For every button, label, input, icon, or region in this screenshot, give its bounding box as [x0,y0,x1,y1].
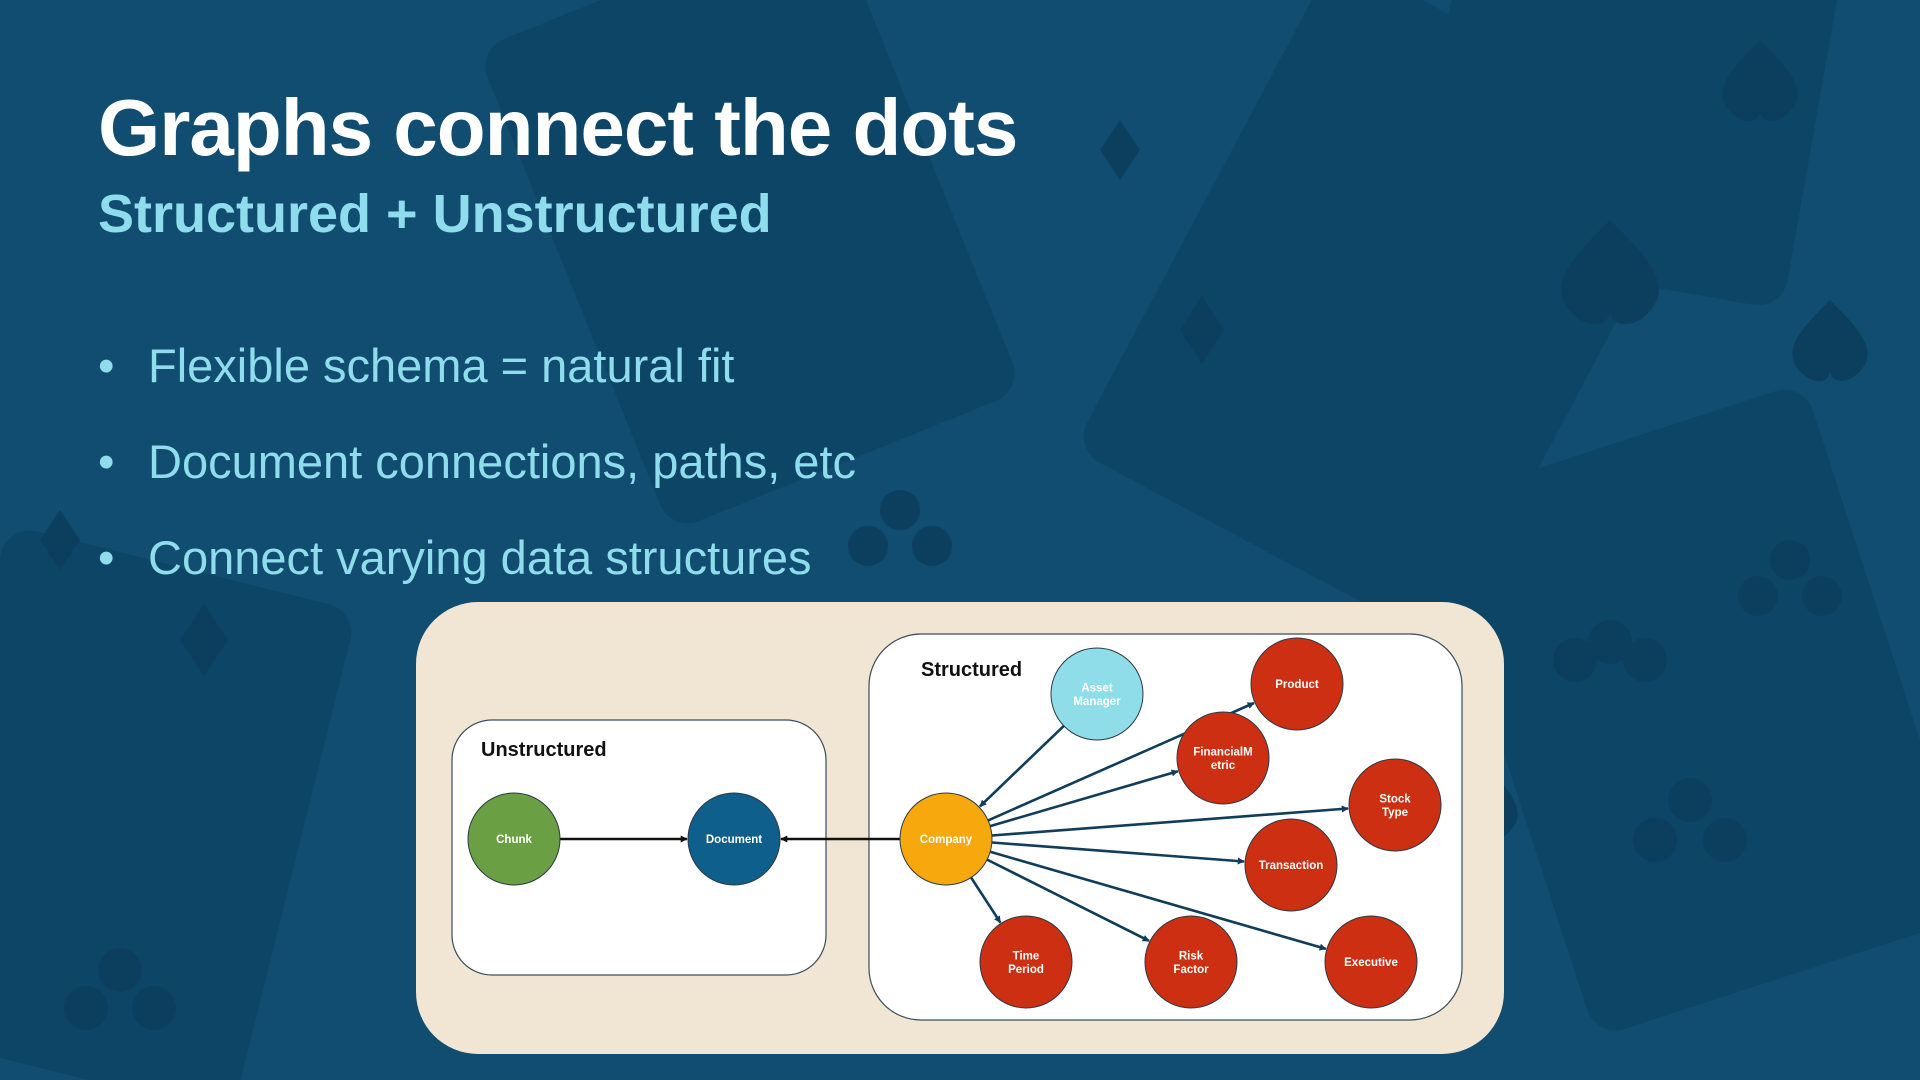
node-product[interactable]: Product [1250,637,1344,731]
node-chunk[interactable]: Chunk [467,792,561,886]
node-circle-transaction [1244,818,1338,912]
node-label-risk_factor: Risk [1179,950,1204,962]
slide-title: Graphs connect the dots [98,83,1018,172]
node-circle-stock_type [1348,758,1442,852]
node-financial_metric[interactable]: FinancialM etric [1176,711,1270,805]
node-label-transaction: Transaction [1259,860,1324,872]
edge-asset_manager-to-company [978,724,1065,808]
node-circle-financial_metric [1176,711,1270,805]
node-label-chunk: Chunk [496,834,532,846]
edge-company-to-transaction [991,841,1245,865]
node-executive[interactable]: Executive [1324,915,1418,1009]
node-circle-asset_manager [1050,647,1144,741]
edge-company-to-risk_factor [986,858,1150,943]
node-circle-chunk [467,792,561,886]
node-circle-risk_factor [1144,915,1238,1009]
bullet-item: Flexible schema = natural fit [98,336,856,432]
node-label-document: Document [706,834,762,846]
edge-company-to-time_period [970,876,1002,924]
edge-company-to-financial_metric [989,769,1179,828]
node-transaction[interactable]: Transaction [1244,818,1338,912]
bullet-item: Document connections, paths, etc [98,432,856,528]
node-label-stock_type: Stock [1379,793,1411,805]
node-label-product: Product [1275,679,1319,691]
node-company[interactable]: Company [899,792,993,886]
bullet-list: Flexible schema = natural fit Document c… [98,336,856,624]
node-circle-executive [1324,915,1418,1009]
node-label-financial_metric: FinancialM [1193,746,1252,758]
node-label-company: Company [920,834,973,846]
node-label-risk_factor: Factor [1173,964,1209,976]
node-document[interactable]: Document [687,792,781,886]
node-label-asset_manager: Asset [1081,682,1112,694]
node-circle-product [1250,637,1344,731]
node-circle-company [899,792,993,886]
group-label-structured: Structured [921,659,1022,681]
edge-company-to-executive [989,850,1327,951]
node-label-executive: Executive [1344,957,1398,969]
node-circle-document [687,792,781,886]
edge-company-to-stock_type [991,805,1349,837]
slide-subtitle: Structured + Unstructured [98,184,772,244]
bullet-item: Connect varying data structures [98,528,856,624]
node-label-stock_type: Type [1382,807,1408,819]
group-box-unstructured [451,719,827,976]
node-circle-time_period [979,915,1073,1009]
node-label-financial_metric: etric [1211,760,1236,772]
node-label-asset_manager: Manager [1073,696,1121,708]
group-label-unstructured: Unstructured [481,739,607,761]
node-label-time_period: Time [1013,950,1040,962]
node-label-time_period: Period [1008,964,1044,976]
